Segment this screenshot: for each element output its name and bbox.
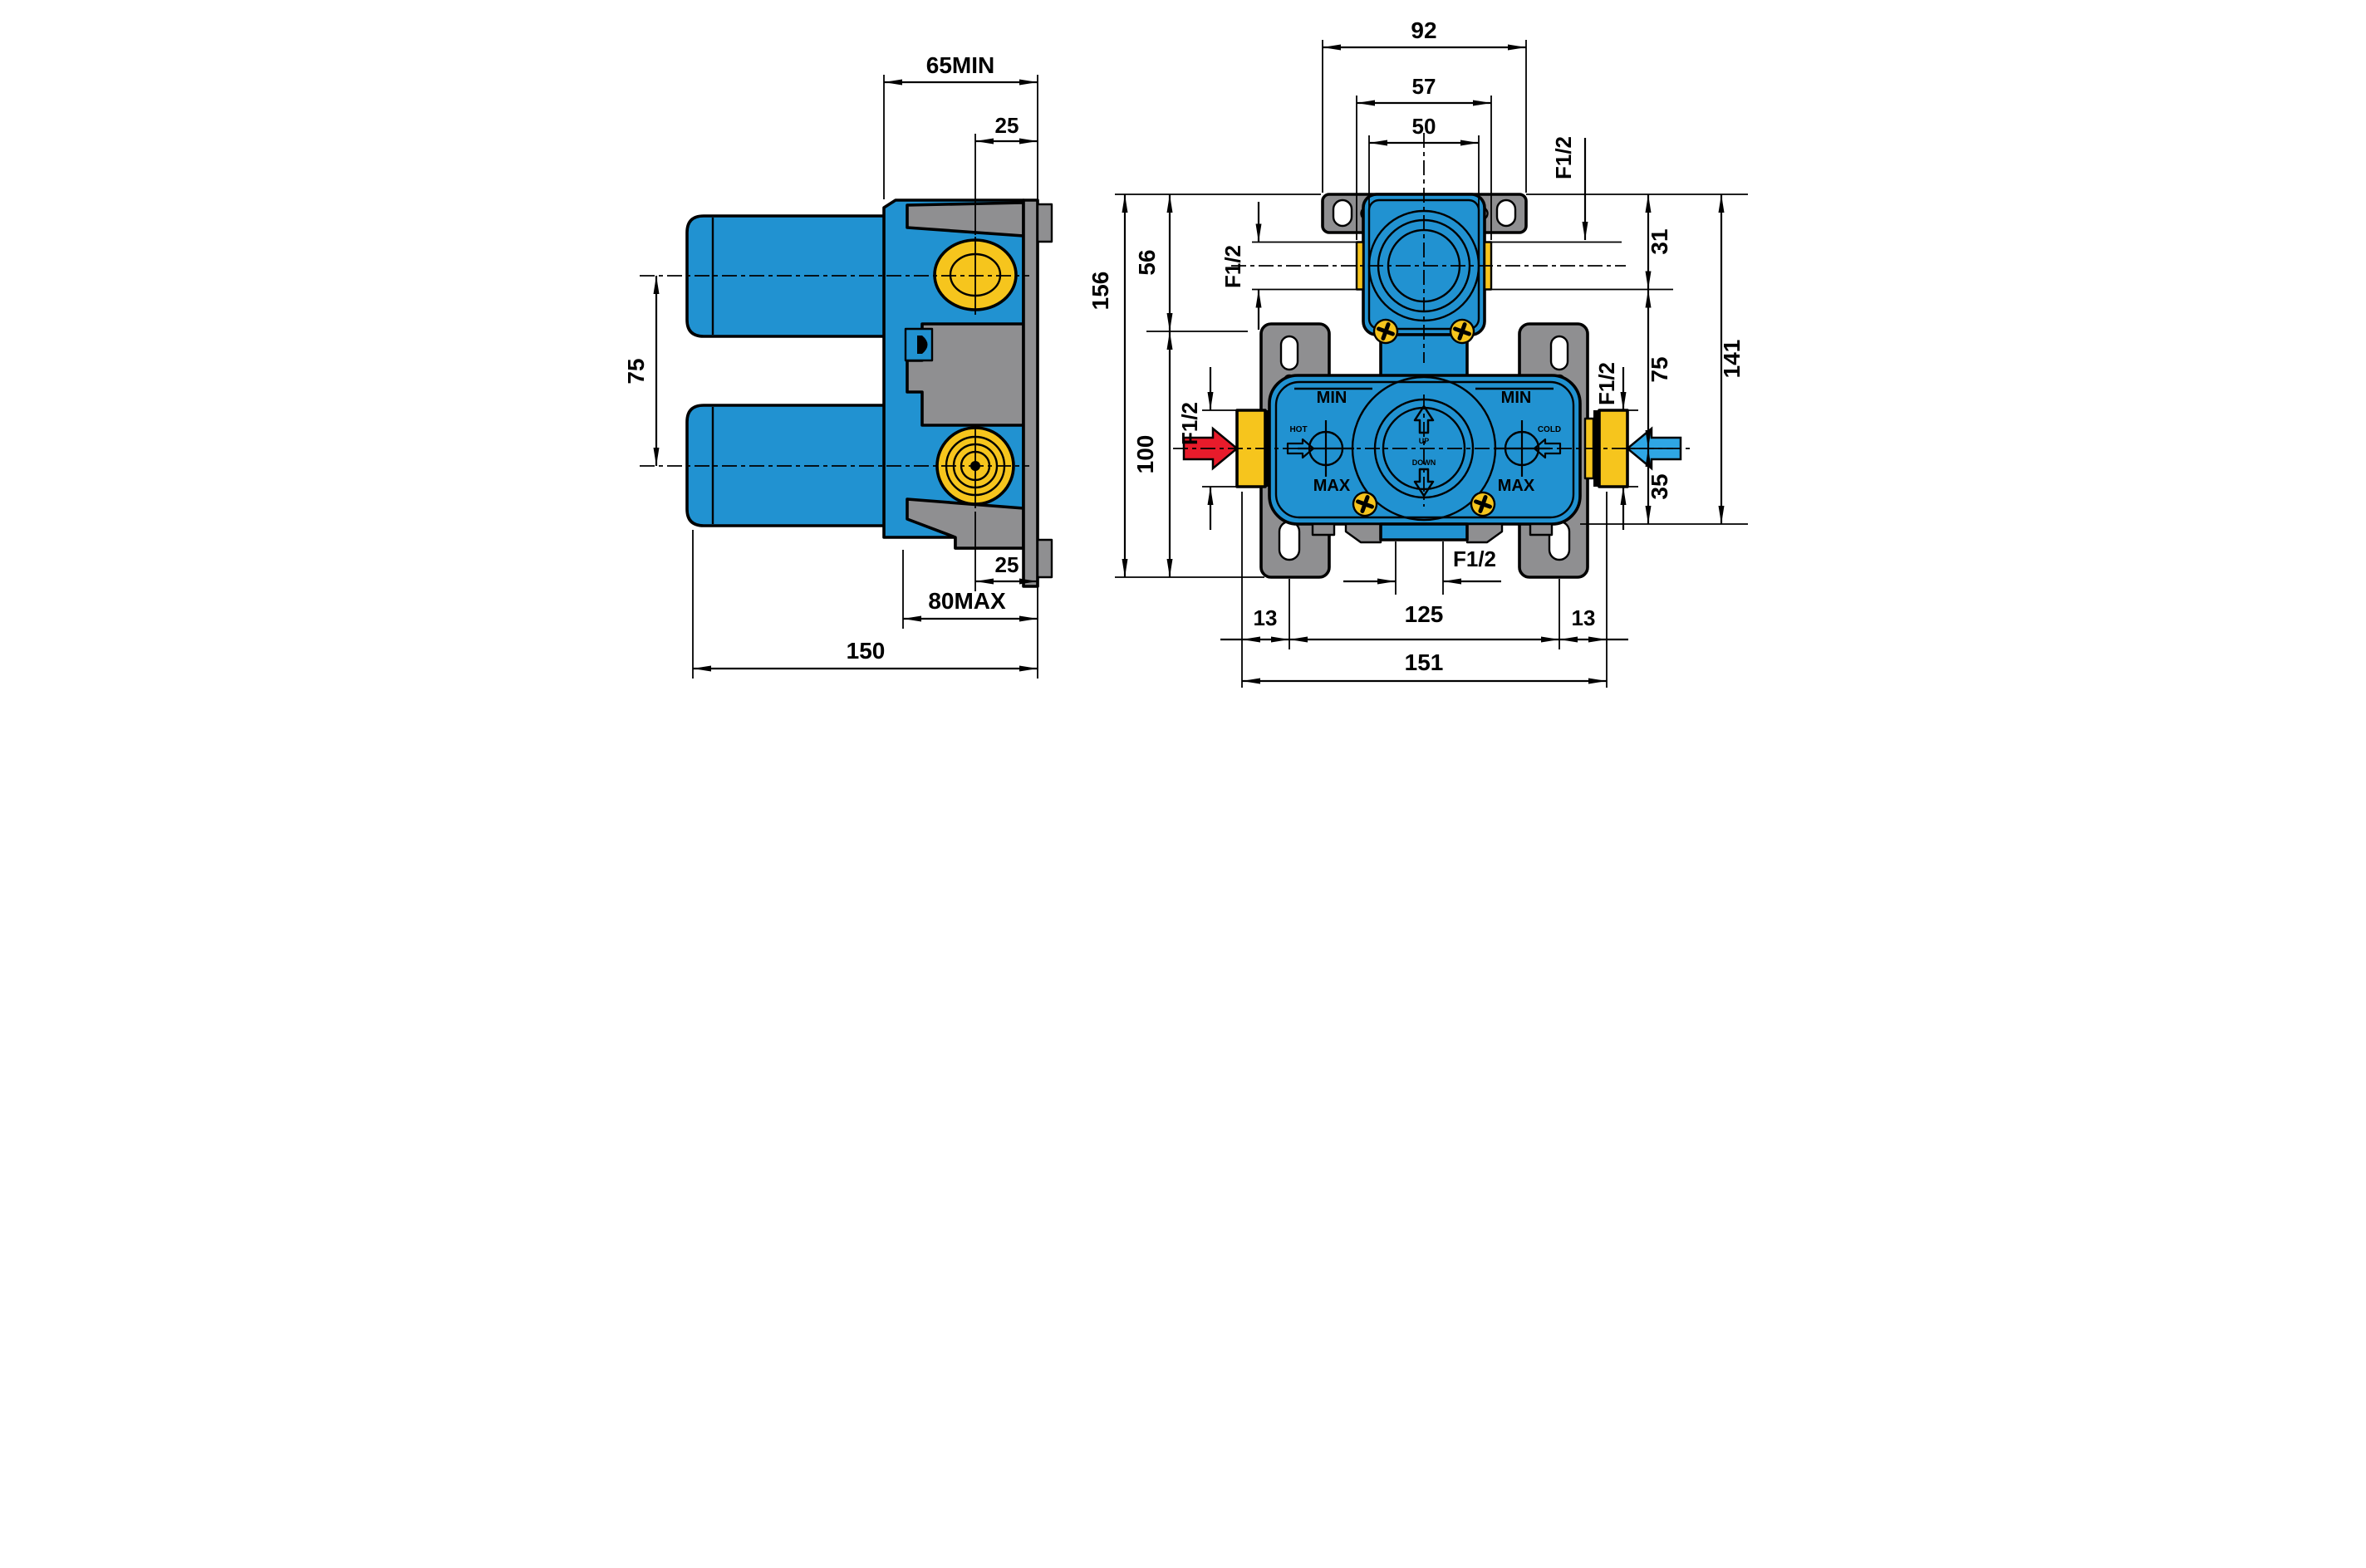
dim-13-125-13: 13 125 13 xyxy=(1220,492,1628,688)
dim-151-label: 151 xyxy=(1405,649,1444,675)
side-view: 65MIN 25 75 25 80MAX 150 xyxy=(623,52,1053,679)
min-left-label: MIN xyxy=(1317,389,1347,407)
plate-tab-bottom xyxy=(1036,538,1053,579)
dim-f12-top-right-label: F1/2 xyxy=(1551,136,1576,179)
dim-right-chain: 31 75 35 141 xyxy=(1491,194,1748,525)
dim-50: 50 xyxy=(1368,114,1480,209)
dim-92-label: 92 xyxy=(1411,17,1436,43)
dim-80max-label: 80MAX xyxy=(928,588,1006,614)
dim-f12-upper-left-label: F1/2 xyxy=(1220,245,1245,288)
cold-direction-arrow-icon xyxy=(1533,438,1562,459)
dim-150-label: 150 xyxy=(847,638,886,664)
dim-65min-label: 65MIN xyxy=(926,52,994,78)
dim-150: 150 xyxy=(692,530,1038,679)
dim-f12-inlet-right: F1/2 xyxy=(1594,362,1638,530)
dim-125-label: 125 xyxy=(1405,601,1444,627)
adjuster-clip xyxy=(917,336,928,354)
dim-f12-bottom-label: F1/2 xyxy=(1453,546,1496,571)
max-right-label: MAX xyxy=(1498,477,1535,495)
dim-100-label: 100 xyxy=(1132,435,1158,474)
dim-f12-inlet-left-label: F1/2 xyxy=(1177,402,1202,445)
plaster-plate xyxy=(1022,198,1039,588)
dim-left-chain: 56 100 156 xyxy=(1087,194,1321,578)
screw-top-right xyxy=(1449,318,1475,345)
dim-25-bottom-label: 25 xyxy=(995,552,1019,577)
dim-75-side-label: 75 xyxy=(623,358,649,384)
dim-25-top: 25 xyxy=(974,113,1038,235)
bottom-foot-right xyxy=(1529,522,1554,537)
dim-13-right-label: 13 xyxy=(1572,605,1596,630)
dim-f12-top-right: F1/2 xyxy=(1491,136,1622,243)
dim-57-label: 57 xyxy=(1412,74,1436,99)
technical-drawing-sheet: 65MIN 25 75 25 80MAX 150 xyxy=(592,0,1774,784)
dim-f12-inlet-right-label: F1/2 xyxy=(1594,362,1619,405)
cold-label: COLD xyxy=(1538,425,1561,434)
dim-f12-upper-left: F1/2 xyxy=(1220,202,1357,330)
depth-collar-bottom xyxy=(906,497,1025,550)
bottom-outlet-tab-left xyxy=(1344,522,1382,544)
bottom-outlet-tab-right xyxy=(1465,522,1504,544)
dim-75-side: 75 xyxy=(623,276,660,466)
dim-13-left-label: 13 xyxy=(1254,605,1278,630)
dim-35-label: 35 xyxy=(1647,473,1672,499)
dim-f12-bottom: F1/2 xyxy=(1343,541,1501,595)
hot-direction-arrow-icon xyxy=(1286,438,1315,459)
dim-31-label: 31 xyxy=(1647,228,1672,254)
dim-25-top-label: 25 xyxy=(995,113,1019,138)
dim-25-bottom: 25 xyxy=(974,512,1038,591)
dim-156-label: 156 xyxy=(1087,272,1113,311)
dim-56-label: 56 xyxy=(1134,249,1160,275)
dim-f12-inlet-left: F1/2 xyxy=(1177,367,1239,530)
dim-80max: 80MAX xyxy=(902,550,1038,629)
dim-50-label: 50 xyxy=(1412,114,1436,139)
max-left-label: MAX xyxy=(1313,477,1351,495)
dim-141-label: 141 xyxy=(1719,340,1745,379)
plate-tab-top xyxy=(1036,203,1053,243)
dim-57: 57 xyxy=(1356,74,1492,240)
front-view: UP DOWN HOT COLD MIN MIN MAX MAX xyxy=(1087,17,1748,688)
dim-75-label: 75 xyxy=(1647,356,1672,382)
valve-installation-drawing: 65MIN 25 75 25 80MAX 150 xyxy=(623,17,1748,688)
bottom-outlet-stub xyxy=(1379,522,1469,541)
screw-bottom-left xyxy=(1352,491,1378,517)
down-arrow-icon xyxy=(1413,468,1435,497)
up-arrow-icon xyxy=(1413,404,1435,434)
min-right-label: MIN xyxy=(1501,389,1532,407)
dim-92: 92 xyxy=(1322,17,1527,193)
screw-bottom-right xyxy=(1470,491,1496,517)
screw-top-left xyxy=(1372,318,1399,345)
dim-65min: 65MIN xyxy=(883,52,1038,679)
bottom-foot-left xyxy=(1311,522,1336,537)
hot-label: HOT xyxy=(1289,425,1307,434)
dim-151: 151 xyxy=(1242,649,1607,684)
